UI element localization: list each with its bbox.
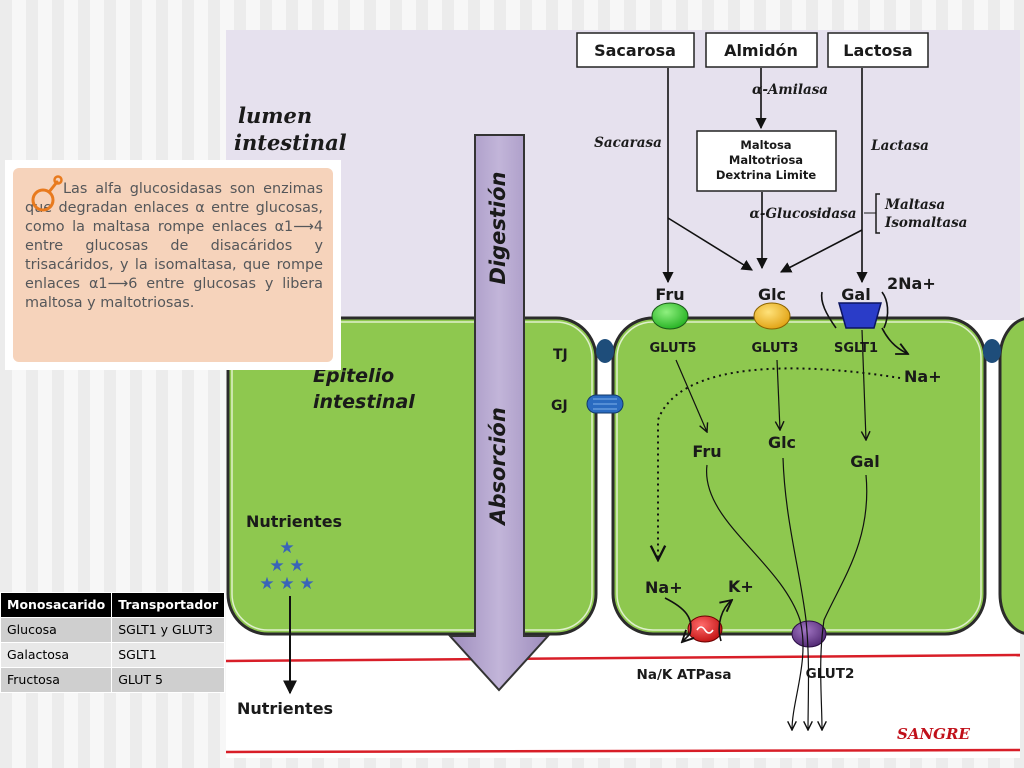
svg-text:★: ★ [269,556,284,576]
digestion-label: Digestión [486,171,510,284]
gj-label: GJ [551,398,568,414]
tight-junction [596,339,614,363]
table-cell: SGLT1 [111,642,226,668]
intermediate-dextrina: Dextrina Limite [716,168,817,182]
glucosidase-note: Las alfa glucosidasas son enzimas que de… [5,160,341,370]
arrow-glc-blood [782,457,809,730]
ion-na-left: Na+ [645,578,683,597]
arrow-sodium-dotted [658,367,901,560]
svg-text:★: ★ [279,574,294,594]
atpasa-wave-icon [696,626,714,634]
arrow-potassium-in [718,600,732,642]
table-row: Fructosa GLUT 5 [0,667,226,693]
blood-vessel-bottom-line [225,748,1021,754]
sugar-gal-cell: Gal [850,452,879,471]
transporter-sglt1 [838,302,882,329]
table-row: Galactosa SGLT1 [0,642,226,668]
sugar-gal-lumen: Gal [841,285,870,304]
lumen-background [226,30,1020,320]
tj-label: TJ [553,347,568,363]
transporter-glut5 [651,302,689,330]
table-cell: Glucosa [0,617,113,643]
blood-label: SANGRE [897,725,970,743]
sugar-glc-cell: Glc [768,433,796,452]
svg-text:★: ★ [279,538,294,558]
svg-text:★: ★ [289,556,304,576]
sodium-hook-left [820,291,837,329]
nutrients-label-bottom: Nutrientes [237,699,333,718]
arrow-gal-blood [821,474,868,730]
ion-k: K+ [728,577,754,596]
epithelium-label-line1: Epitelio [313,365,394,387]
source-box-sacarosa [576,32,695,68]
sodium-hook-right [881,291,889,329]
enzyme-maltasa: Maltasa [884,197,945,213]
ion-2na: 2Na+ [887,274,936,293]
absorption-label: Absorción [486,407,510,527]
arrow-fru-intracellular [675,359,707,432]
arrow-sacarosa-glc [667,217,753,271]
note-panel: Las alfa glucosidasas son enzimas que de… [13,168,333,362]
table-row: Glucosa SGLT1 y GLUT3 [0,617,226,643]
label-sglt1: SGLT1 [834,341,878,356]
epithelium-label-line2: intestinal [313,391,415,413]
digestion-absorption-arrow [447,134,551,692]
table-cell: SGLT1 y GLUT3 [111,617,226,643]
arrow-lactosa-glc [780,229,863,273]
source-box-lactosa [827,32,929,68]
table-header-transportador: Transportador [111,592,226,618]
svg-text:★: ★ [299,574,314,594]
source-sacarosa: Sacarosa [594,41,676,60]
arrow-sodium-entry [881,327,908,354]
enzyme-isomaltasa: Isomaltasa [884,215,967,231]
monosaccharide-table: Monosacarido Transportador Glucosa SGLT1… [0,592,226,693]
intermediate-maltotriosa: Maltotriosa [729,153,803,167]
sugar-glc-lumen: Glc [758,285,786,304]
table-cell: Fructosa [0,667,113,693]
flask-icon [31,175,63,212]
sugar-fru-lumen: Fru [655,285,684,304]
transporter-glut3 [753,302,791,330]
arrow-glc-intracellular [777,359,780,430]
svg-text:★: ★ [259,574,274,594]
arrow-gal-intracellular [862,329,866,440]
enzyme-sacarasa: Sacarasa [594,135,662,151]
source-almidon: Almidón [724,41,798,60]
intermediates-box [696,130,837,192]
note-text: Las alfa glucosidasas son enzimas que de… [25,181,323,311]
source-box-almidon [705,32,818,68]
label-atpasa: Na/K ATPasa [637,667,732,683]
arrow-fru-blood [706,464,804,730]
blood-vessel-top-line [225,653,1021,663]
label-glut3: GLUT3 [752,341,799,356]
table-header-row: Monosacarido Transportador [0,592,226,618]
enzyme-alpha-glucosidasa: α-Glucosidasa [750,206,857,222]
source-lactosa: Lactosa [843,41,912,60]
label-glut2: GLUT2 [806,666,855,682]
transporter-glut2 [791,620,827,648]
lumen-label-line1: lumen [238,103,312,128]
intermediate-maltosa: Maltosa [740,138,791,152]
epithelial-cell-right [998,317,1024,635]
enzyme-lactasa: Lactasa [870,138,929,154]
table-header-monosacarido: Monosacarido [0,592,113,618]
label-glut5: GLUT5 [650,341,697,356]
ion-na-right: Na+ [904,367,942,386]
table-cell: GLUT 5 [111,667,226,693]
tight-junction-right [983,339,1001,363]
gap-junction [586,394,624,414]
sugar-fru-cell: Fru [692,442,721,461]
nutrients-stars-icon: ★ ★ ★ ★ ★ ★ [259,538,314,594]
enzyme-alpha-amilasa: α-Amilasa [752,82,828,98]
nutrients-label-top: Nutrientes [246,512,342,531]
table-cell: Galactosa [0,642,113,668]
lumen-label-line2: intestinal [234,130,347,155]
arrow-sodium-out [664,597,691,642]
